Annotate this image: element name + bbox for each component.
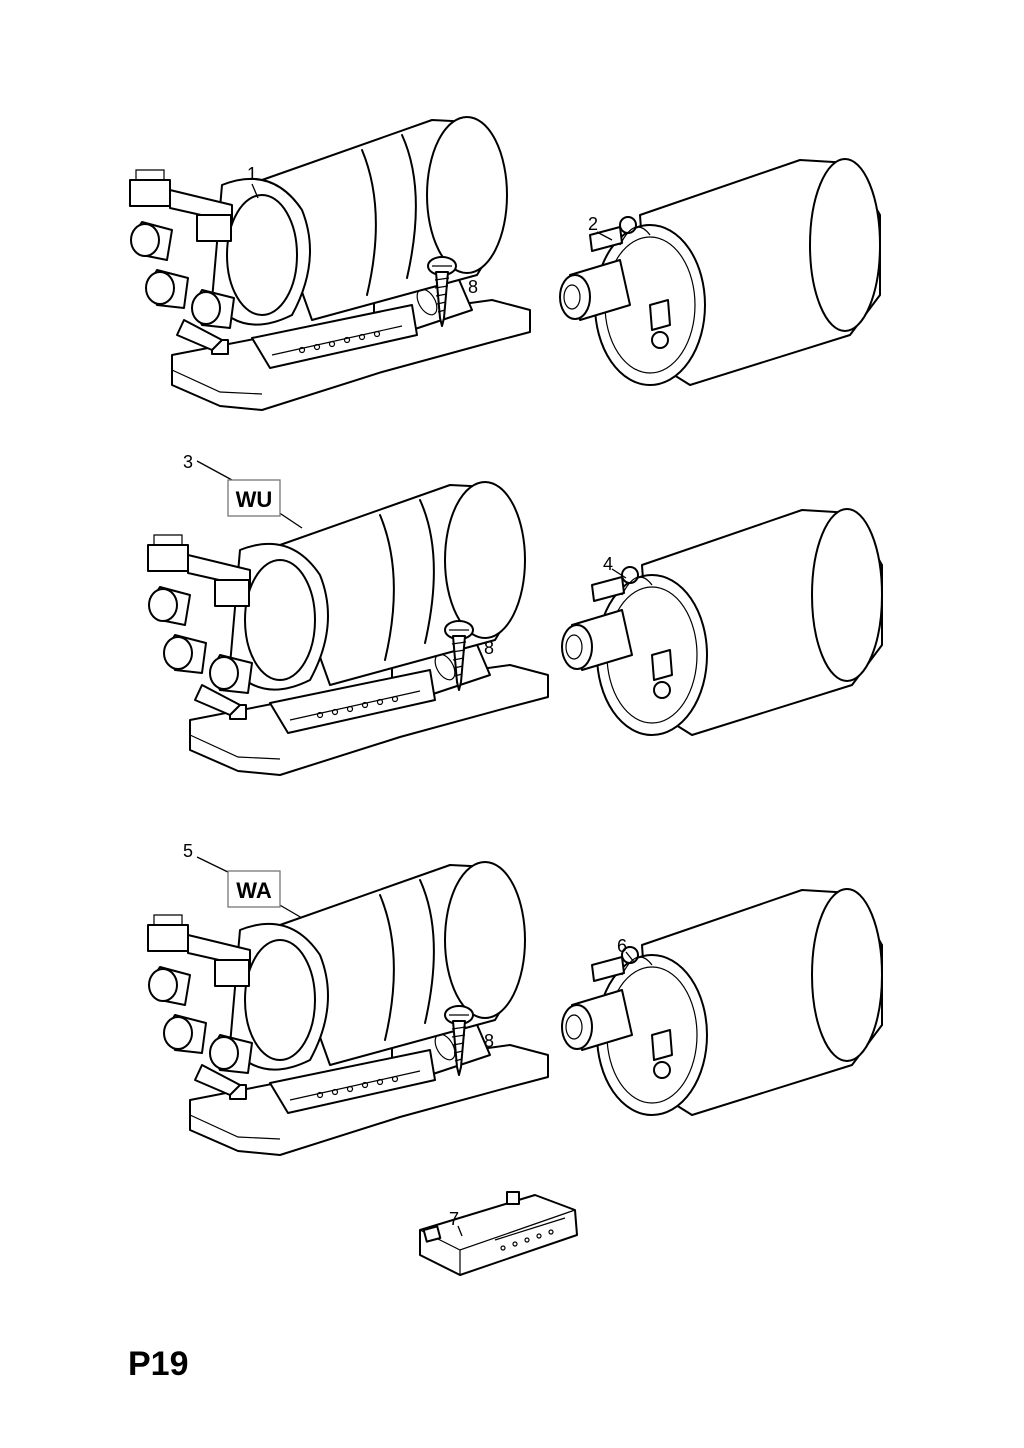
- leader-6: [625, 951, 635, 963]
- callout-5: 5: [183, 841, 193, 861]
- callout-8b: 8: [484, 638, 494, 658]
- code-wa: WA: [236, 878, 272, 903]
- page-reference: P19: [128, 1345, 189, 1383]
- coil-assembly-1: [129, 116, 531, 411]
- leader-2: [596, 231, 613, 241]
- leader-5: [196, 856, 233, 875]
- leader-3b: [277, 511, 303, 529]
- control-module-7: [419, 1191, 578, 1276]
- callout-8a: 8: [468, 277, 478, 297]
- callout-4: 4: [603, 554, 613, 574]
- callout-1: 1: [247, 164, 257, 184]
- coil-6: [561, 888, 883, 1116]
- coil-assembly-3: [147, 481, 549, 776]
- coil-2: [559, 158, 881, 386]
- coil-assembly-5: [147, 861, 549, 1156]
- leader-1: [251, 183, 259, 199]
- callout-7: 7: [449, 1209, 459, 1229]
- code-box-wu: [227, 479, 281, 517]
- coil-4: [561, 508, 883, 736]
- code-wu: WU: [236, 487, 273, 512]
- leader-5b: [277, 903, 303, 919]
- callout-6: 6: [617, 936, 627, 956]
- leader-4: [611, 568, 627, 579]
- callout-3: 3: [183, 452, 193, 472]
- callout-8c: 8: [484, 1031, 494, 1051]
- code-box-wa: [227, 870, 281, 908]
- leader-3: [196, 460, 233, 481]
- callout-2: 2: [588, 214, 598, 234]
- leader-7: [457, 1225, 463, 1237]
